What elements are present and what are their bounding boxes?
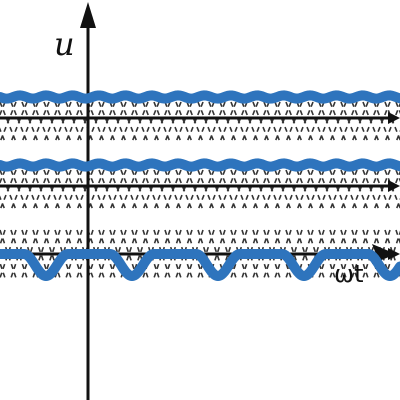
signal-wavy <box>0 249 400 281</box>
hatch-band-1 <box>0 101 400 143</box>
vertical-axis-label: u <box>54 25 75 63</box>
horizontal-axis-arrowhead-1 <box>388 112 400 124</box>
hatch-band-2 <box>0 169 400 211</box>
vertical-axis-arrowhead <box>80 2 96 28</box>
horizontal-axis-arrowhead-2 <box>388 180 400 192</box>
horizontal-axis-label: ωt <box>334 260 364 288</box>
hatch-pattern <box>0 101 400 143</box>
hatch-pattern <box>0 169 400 211</box>
signal-middle <box>0 158 400 172</box>
wave-layer <box>0 90 400 281</box>
signal-top <box>0 90 400 104</box>
hatch-layer <box>0 101 400 279</box>
